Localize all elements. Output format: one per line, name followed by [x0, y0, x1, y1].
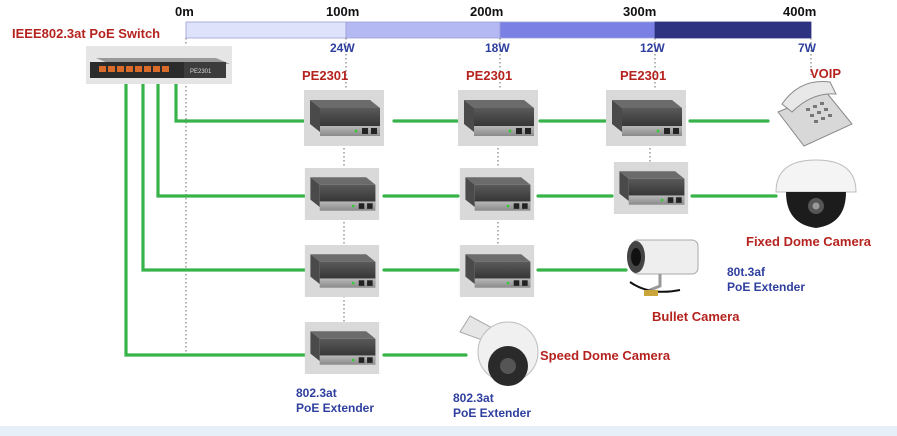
- scale-segment-200-300: [499, 21, 656, 39]
- distance-mark-200m: 200m: [470, 4, 504, 19]
- extender-r1-c1: [304, 90, 384, 146]
- power-level-12w: 12W: [640, 41, 665, 55]
- extender-r2-c2: [459, 168, 535, 220]
- power-level-24w: 24W: [330, 41, 355, 55]
- distance-mark-300m: 300m: [623, 4, 657, 19]
- switch-badge: PE2301: [190, 69, 212, 75]
- af-extender-note-line1: 80t.3af: [727, 265, 766, 279]
- af-extender-note-line2: PoE Extender: [727, 280, 806, 294]
- fixed-dome-camera-label: Fixed Dome Camera: [746, 234, 871, 249]
- scale-segment-0-100: [185, 21, 347, 39]
- extender-r3-c1: [304, 245, 380, 297]
- voip-label: VOIP: [810, 66, 842, 81]
- poe-cables: [124, 78, 778, 357]
- at-extender-note-2: 802.3at PoE Extender: [453, 391, 531, 421]
- extender-label-1: PE2301: [302, 68, 349, 83]
- at-extender-note-1-line2: PoE Extender: [296, 401, 375, 415]
- extender-r1-c2: [458, 90, 538, 146]
- distance-mark-100m: 100m: [326, 4, 360, 19]
- extender-r2-c1: [304, 168, 380, 220]
- fixed-dome-camera-icon: [775, 159, 857, 228]
- at-extender-note-2-line2: PoE Extender: [453, 406, 532, 420]
- extender-r1-c3: [606, 90, 686, 146]
- distance-mark-400m: 400m: [783, 4, 817, 19]
- speed-dome-camera-label: Speed Dome Camera: [540, 348, 671, 363]
- extender-r2-c3: [613, 162, 689, 214]
- speed-dome-camera-icon: [459, 315, 539, 386]
- extender-label-2: PE2301: [466, 68, 513, 83]
- extender-r3-c2: [459, 245, 535, 297]
- scale-segment-300-400: [654, 21, 812, 39]
- bottom-strip: [0, 426, 897, 436]
- power-level-7w: 7W: [798, 41, 816, 55]
- at-extender-note-2-line1: 802.3at: [453, 391, 494, 405]
- poe-switch: PE2301: [86, 46, 232, 84]
- distance-mark-0m: 0m: [175, 4, 194, 19]
- power-level-18w: 18W: [485, 41, 510, 55]
- extender-r4-c1: [304, 322, 380, 374]
- switch-label: IEEE802.3at PoE Switch: [12, 26, 161, 41]
- at-extender-note-1: 802.3at PoE Extender: [296, 386, 374, 416]
- bullet-camera-icon: [627, 239, 699, 296]
- at-extender-note-1-line1: 802.3at: [296, 386, 337, 400]
- scale-segment-100-200: [345, 21, 501, 39]
- bullet-camera-label: Bullet Camera: [652, 309, 740, 324]
- distance-scale-bar: [185, 21, 812, 39]
- extender-label-3: PE2301: [620, 68, 667, 83]
- voip-phone-icon: [777, 80, 853, 147]
- af-extender-note: 80t.3af PoE Extender: [727, 265, 805, 295]
